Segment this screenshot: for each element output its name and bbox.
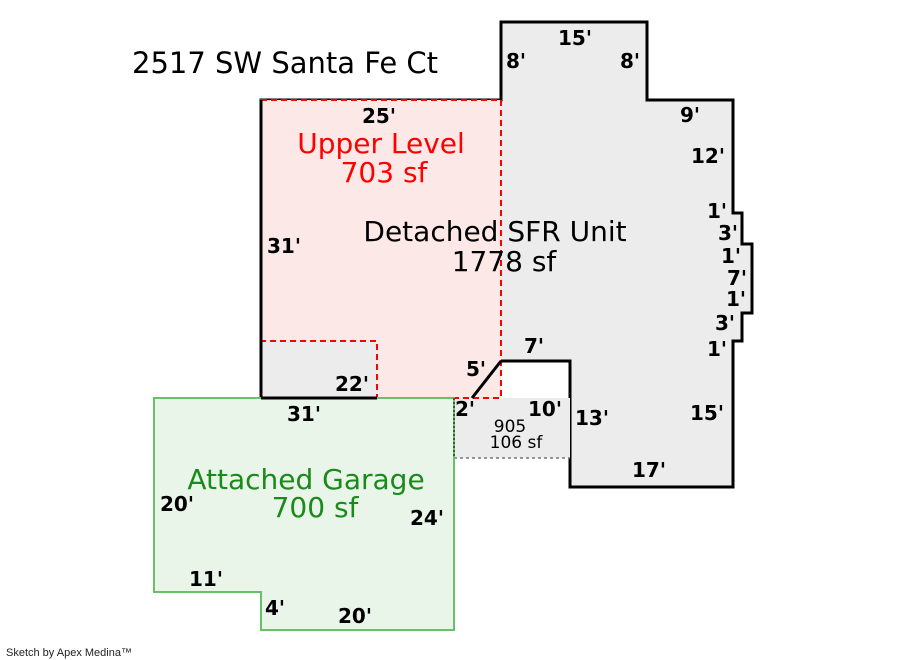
upper-area-size: 703 sf (341, 156, 429, 189)
dimension-label: 20' (338, 604, 372, 628)
area-905 (454, 398, 570, 458)
dimension-label: 9' (680, 103, 700, 127)
dimension-label: 25' (362, 104, 396, 128)
dimension-label: 3' (718, 221, 738, 245)
dimension-label: 20' (160, 492, 194, 516)
dimension-label: 3' (715, 311, 735, 335)
dimension-label: 1' (707, 199, 727, 223)
sub-area-size: 106 sf (490, 433, 544, 453)
dimension-label: 12' (691, 144, 725, 168)
garage-area-name: Attached Garage (187, 463, 424, 496)
dimension-label: 1' (721, 244, 741, 268)
dimension-label: 1' (707, 337, 727, 361)
dimension-label: 15' (558, 26, 592, 50)
dimension-label: 10' (528, 397, 562, 421)
sub-area-name: 905 (494, 417, 526, 437)
dimension-label: 8' (620, 49, 640, 73)
dimension-label: 31' (287, 402, 321, 426)
sfr-diagonal-wall (470, 360, 503, 399)
dimension-label: 15' (690, 401, 724, 425)
sfr-area-name: Detached SFR Unit (363, 215, 626, 248)
dimension-label: 22' (335, 372, 369, 396)
sfr-area-size: 1778 sf (452, 245, 558, 278)
dimension-label: 1' (726, 287, 746, 311)
dimension-label: 17' (632, 458, 666, 482)
dimension-label: 2' (455, 397, 475, 421)
property-address: 2517 SW Santa Fe Ct (132, 46, 438, 80)
dimension-label: 24' (410, 506, 444, 530)
dimension-label: 7' (524, 334, 544, 358)
dimension-label: 5' (466, 357, 486, 381)
dimension-label: 13' (575, 406, 609, 430)
dimension-label: 4' (265, 596, 285, 620)
dimension-label: 8' (506, 49, 526, 73)
dimension-label: 7' (727, 266, 747, 290)
sketch-credit: Sketch by Apex Medina™ (6, 647, 132, 659)
garage-area-size: 700 sf (272, 491, 360, 524)
dimension-label: 11' (189, 567, 223, 591)
upper-area-name: Upper Level (297, 127, 465, 160)
dimension-label: 31' (267, 234, 301, 258)
